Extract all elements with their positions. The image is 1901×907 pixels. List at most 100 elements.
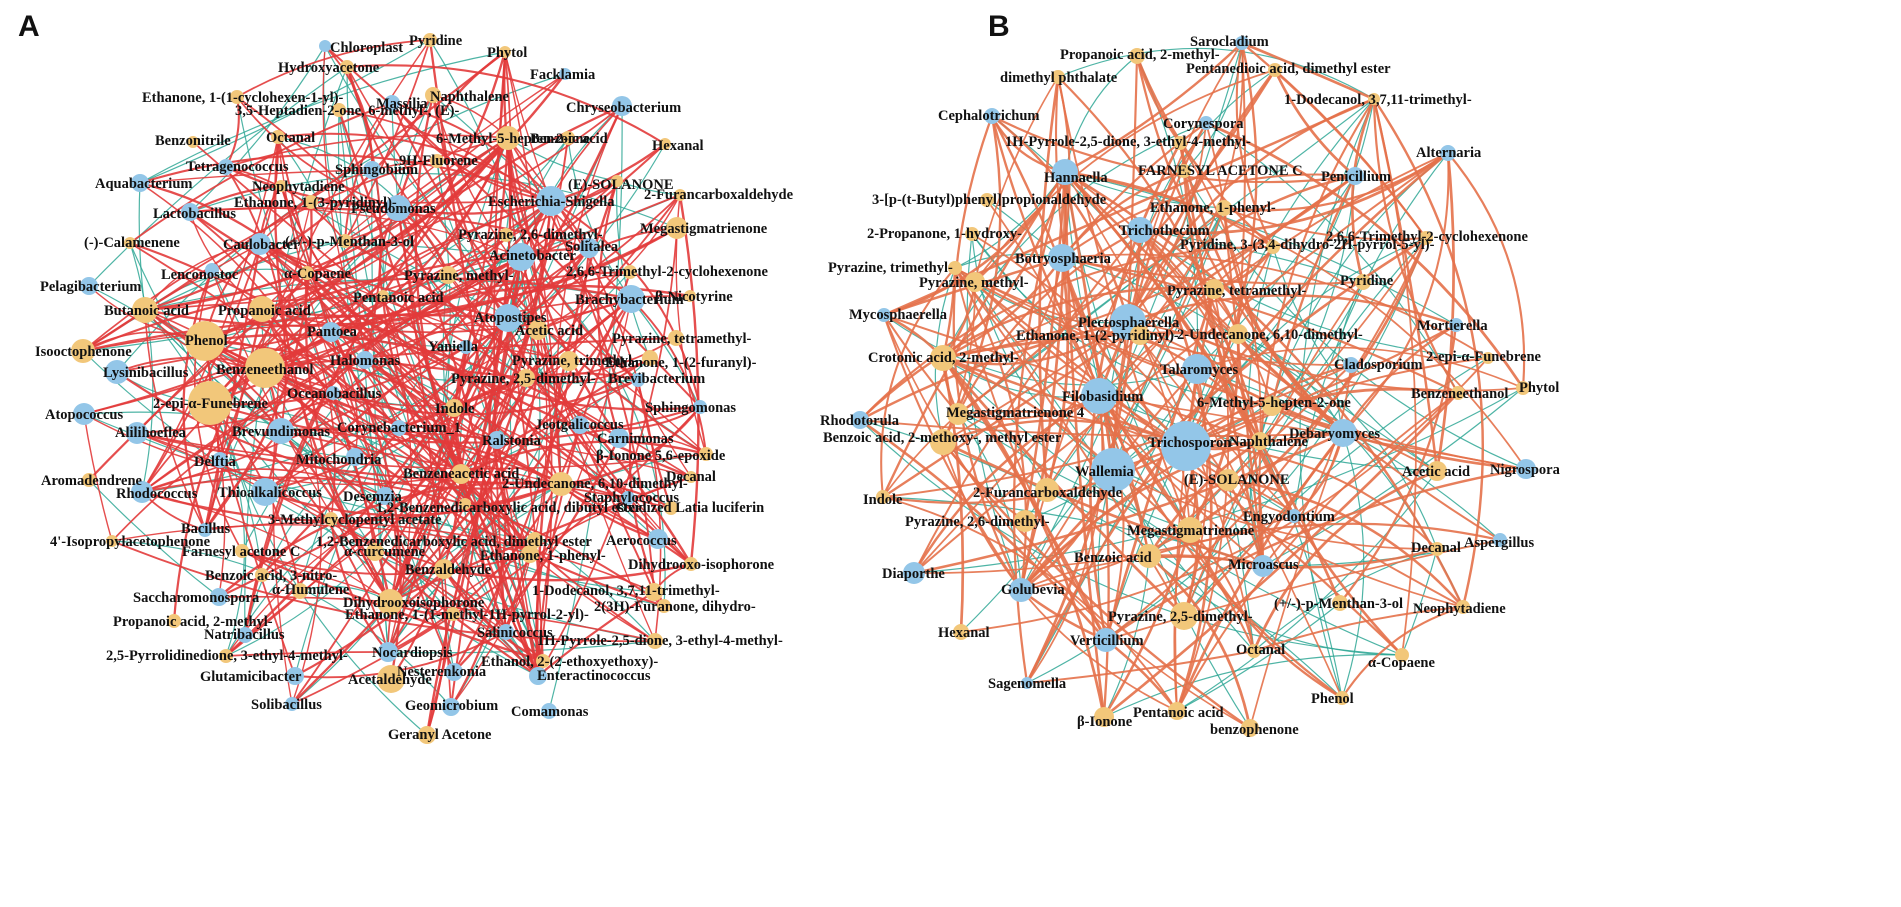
node-label: Mortierella <box>1417 318 1488 334</box>
node-label: Aspergillus <box>1464 535 1534 551</box>
network-edge-negative <box>1020 42 1243 591</box>
microbe-node <box>285 697 299 711</box>
microbe-node <box>1346 167 1364 185</box>
network-edge-positive <box>974 281 1187 447</box>
network-edge-negative <box>83 411 656 642</box>
network-edge-positive <box>1126 55 1139 323</box>
compound-node <box>425 87 441 103</box>
network-edge-negative <box>942 357 1403 656</box>
network-edge-positive <box>1148 522 1501 558</box>
microbe-node <box>851 411 869 429</box>
node-label: 4'-Isopropylacetophenone <box>50 534 211 550</box>
microbe-node <box>507 243 535 271</box>
node-label: Ethanone, 1-(1-methyl-1H-pyrrol-2-yl)- <box>345 607 589 623</box>
microbe-node <box>488 431 506 449</box>
compound-node <box>430 154 444 168</box>
compound-node <box>1355 274 1371 290</box>
network-edge-positive <box>974 281 1527 470</box>
network-edge-positive <box>264 329 539 493</box>
node-label: Oceanobacillus <box>287 386 382 402</box>
network-edge-positive <box>882 496 1178 712</box>
node-label: Aromadendrene <box>41 473 143 489</box>
network-edge-positive <box>344 102 393 242</box>
node-label: Pyrazine, tetramethyl- <box>1167 283 1306 299</box>
node-label: Natribacillus <box>204 627 285 643</box>
network-edge-positive <box>280 427 562 485</box>
node-label: Sarocladium <box>1190 34 1269 50</box>
node-label: Acetic acid <box>515 323 583 339</box>
compound-node <box>496 126 520 150</box>
compound-node <box>1482 352 1494 364</box>
node-label: dimethyl phthalate <box>1000 70 1118 86</box>
node-label: Escherichia-Shigella <box>488 194 615 210</box>
compound-node <box>1251 432 1269 450</box>
network-edge-positive <box>942 441 1251 729</box>
node-label: β-Ionone <box>1077 714 1133 730</box>
compound-node <box>219 649 233 663</box>
network-edge-positive <box>1342 152 1450 434</box>
network-edge-positive <box>344 39 431 242</box>
node-label: Corynespora <box>1163 116 1244 132</box>
network-edge-positive <box>139 153 552 202</box>
network-edge-positive <box>560 483 659 541</box>
network-edge-positive <box>111 524 531 555</box>
microbe-node <box>198 523 212 537</box>
network-edge-positive <box>291 406 701 705</box>
network-edge-positive <box>859 245 1274 421</box>
network-edge-positive <box>460 440 707 476</box>
compound-node <box>106 535 118 547</box>
network-edge-positive <box>364 358 527 380</box>
node-label: Ethanone, 1-(2-furanyl)- <box>605 355 757 371</box>
compound-node <box>980 193 994 207</box>
compound-node <box>338 234 352 248</box>
network-edge-positive <box>1064 171 1343 699</box>
node-label: Naphthalene <box>430 89 510 105</box>
compound-node <box>249 296 275 322</box>
network-edge-positive <box>141 476 665 607</box>
microbe-node <box>541 703 557 719</box>
microbe-node <box>1287 509 1301 523</box>
network-edge-positive <box>1241 41 1375 101</box>
node-label: Sphingomonas <box>645 400 736 416</box>
network-edge-positive <box>261 317 509 576</box>
network-edge-positive <box>329 518 389 653</box>
network-edge-positive <box>1174 368 1198 712</box>
node-label: Pelagibacterium <box>40 279 141 295</box>
network-edge-positive <box>560 483 692 565</box>
network-edge-positive <box>460 247 590 475</box>
network-edge-negative <box>957 413 1191 531</box>
network-edge-positive <box>1020 357 1489 591</box>
node-label: Ethanone, 1-(2-pyridinyl)- <box>1016 328 1179 344</box>
node-label: Corynebacterium_1 <box>337 420 461 436</box>
node-label: 6-Methyl-5-hepten-2-one <box>1197 395 1351 411</box>
network-edge-positive <box>1262 547 1438 569</box>
node-label: 1-Dodecanol, 3,7,11-trimethyl- <box>1284 92 1472 108</box>
network-edge-negative <box>567 137 632 300</box>
network-edge-positive <box>1061 256 1459 394</box>
compound-node <box>439 266 457 284</box>
network-edge-positive <box>136 432 707 470</box>
microbe-node <box>1052 159 1078 185</box>
node-label: Aquabacterium <box>95 176 192 192</box>
network-edge-positive <box>913 229 1141 574</box>
node-label: Jeotgalicoccus <box>535 417 624 433</box>
node-label: α-Copaene <box>1368 655 1435 671</box>
compound-node <box>666 217 688 239</box>
network-edge-positive <box>272 201 312 705</box>
node-label: Acetic acid <box>1402 464 1470 480</box>
node-label: Propanoic acid, 2-methyl- <box>1060 47 1220 63</box>
network-edge-positive <box>1350 98 1376 283</box>
network-edge-positive <box>942 321 1129 443</box>
node-label: Indole <box>435 401 475 417</box>
node-label: Lysinibacillus <box>103 365 189 381</box>
network-edge-positive <box>1183 368 1208 617</box>
compound-node <box>611 175 623 187</box>
node-label: 2,6,6-Trimethyl-2-cyclohexenone <box>566 264 768 280</box>
network-edge-negative <box>387 453 707 653</box>
compound-node <box>340 60 354 74</box>
compound-node <box>271 130 285 144</box>
network-edge-positive <box>1253 606 1464 652</box>
node-label: benzophenone <box>1210 722 1299 738</box>
